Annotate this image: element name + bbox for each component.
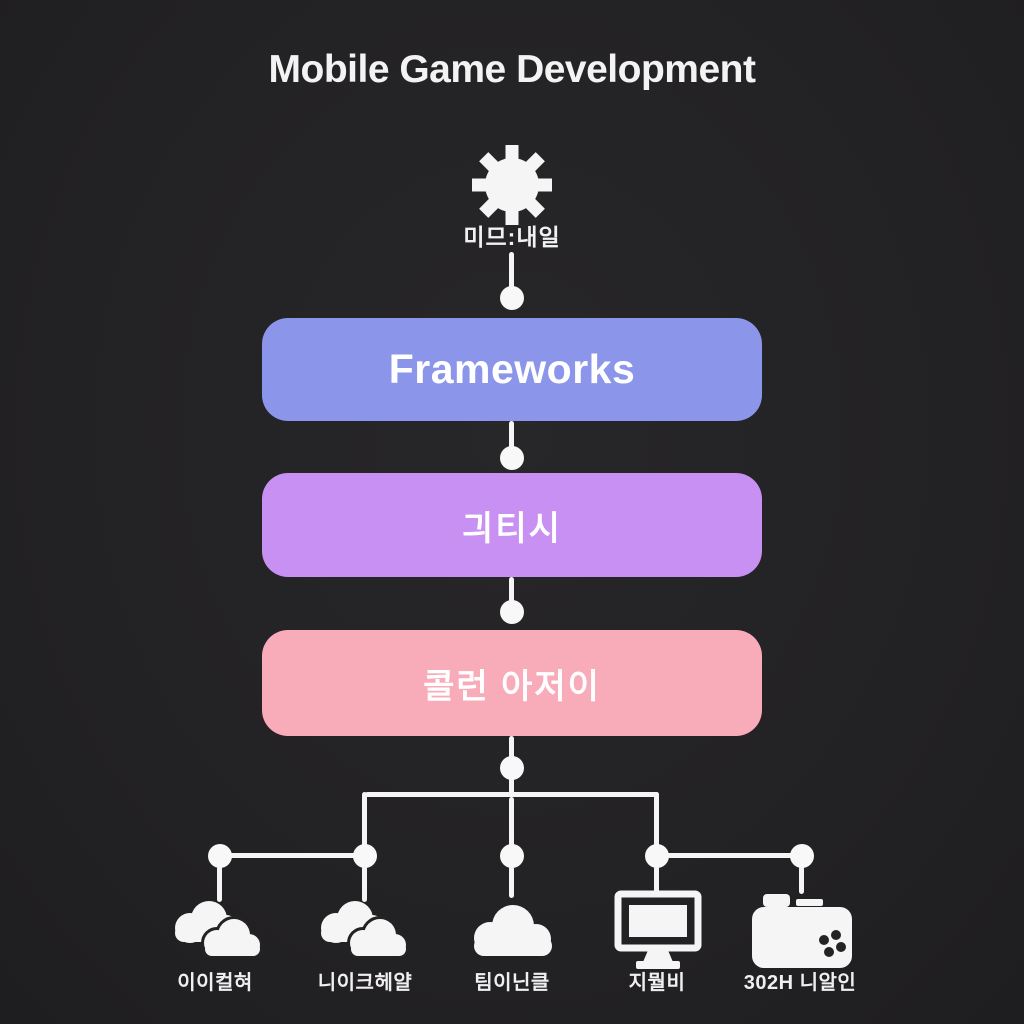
leaf-label: 니이크헤얄 [317, 972, 413, 994]
level-box-frameworks: Frameworks [262, 318, 762, 421]
level-box-label: 긔티시 [462, 509, 562, 548]
connector-line [509, 577, 514, 605]
connector-node-dot [500, 286, 524, 310]
cloud-icon [474, 905, 552, 956]
connector-node-dot [500, 600, 524, 624]
connector-line [799, 866, 804, 894]
connector-line [362, 866, 367, 902]
connector-node-dot [645, 844, 669, 868]
cloud-double-icon [321, 901, 409, 959]
connector-node-dot [353, 844, 377, 868]
connector-node-dot [500, 756, 524, 780]
leaf-label: 302H 니알인 [743, 972, 857, 994]
leaf-label: 팀이닌클 [474, 972, 550, 994]
level-box-middle: 긔티시 [262, 473, 762, 577]
monitor-icon [614, 890, 702, 969]
leaf-label: 이이컬혀 [177, 972, 253, 994]
connector-line [654, 866, 659, 894]
page-title: Mobile Game Development [268, 48, 756, 91]
level-box-bottom: 콜런 아저이 [262, 630, 762, 736]
leaf-label: 지뭘비 [628, 972, 686, 994]
connector-line [509, 252, 514, 292]
root-node-label: 미므:내일 [463, 224, 561, 250]
gear-icon [472, 145, 552, 225]
connector-line [217, 866, 222, 902]
connector-node-dot [500, 446, 524, 470]
cloud-double-icon [175, 901, 263, 959]
connector-node-dot [208, 844, 232, 868]
game-console-icon [752, 894, 852, 968]
connector-line [362, 792, 367, 856]
level-box-label: Frameworks [388, 346, 636, 392]
connector-line [509, 866, 514, 898]
connector-node-dot [500, 844, 524, 868]
level-box-label: 콜런 아저이 [423, 667, 601, 706]
connector-node-dot [790, 844, 814, 868]
connector-branch-line [365, 792, 659, 797]
connector-line [509, 797, 514, 856]
connector-branch-line [220, 853, 365, 858]
connector-line [654, 792, 659, 856]
connector-line [509, 421, 514, 451]
connector-branch-line [657, 853, 802, 858]
